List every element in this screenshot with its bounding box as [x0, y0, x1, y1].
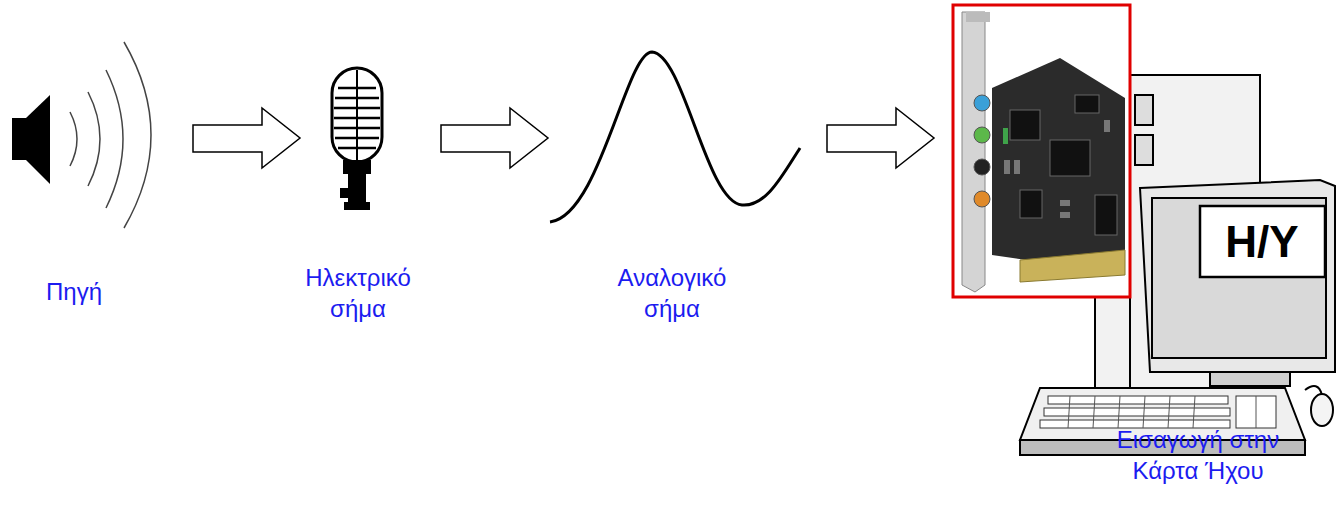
- speaker-icon: [12, 42, 151, 228]
- stage-label: Ηλεκτρικό σήμα: [283, 262, 433, 324]
- microphone-icon: [332, 68, 382, 210]
- stage-label: Πηγή: [4, 276, 144, 307]
- screen-label: H/Y: [1225, 220, 1298, 264]
- stage-label: Αναλογικό σήμα: [592, 262, 752, 324]
- flow-arrow: [193, 108, 300, 168]
- analog-wave: [550, 52, 800, 222]
- stage-label: Εισαγωγή στην Κάρτα Ήχου: [1093, 424, 1303, 486]
- flow-arrow: [441, 108, 548, 168]
- sound-card: [953, 5, 1130, 297]
- flow-arrow: [827, 108, 934, 168]
